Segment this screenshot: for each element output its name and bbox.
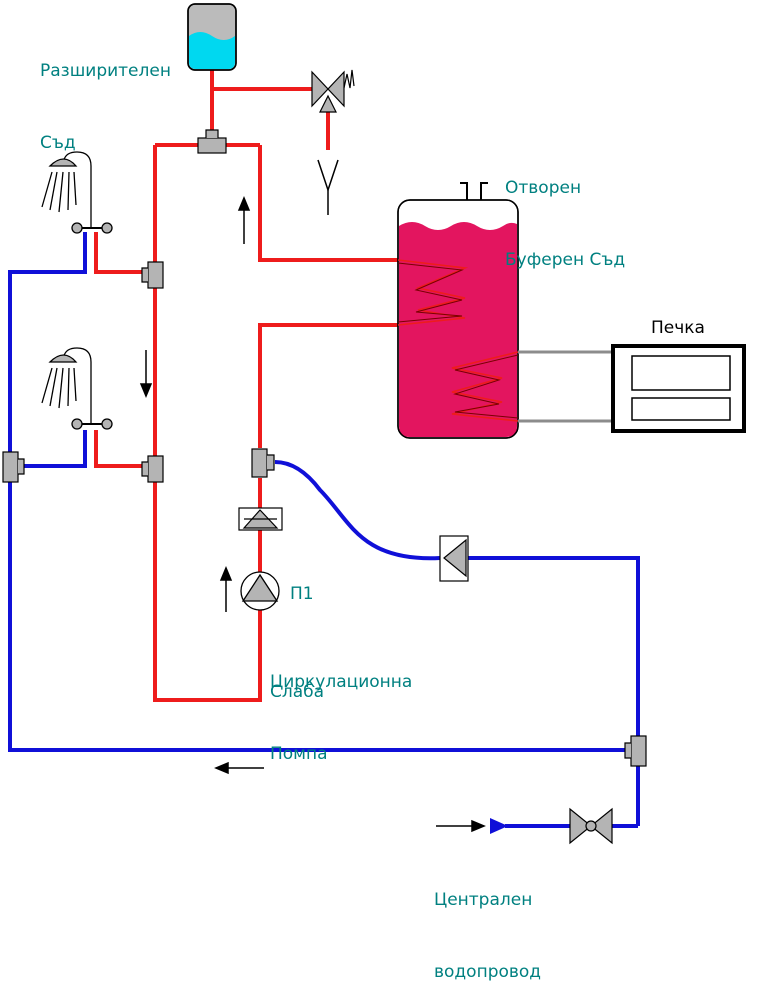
cold-right-riser xyxy=(468,556,640,826)
flow-arrow-icon xyxy=(436,819,486,833)
pump-label-line1: Циркулационна xyxy=(270,672,413,692)
return-from-coil xyxy=(258,323,398,448)
tee-fitting-icon xyxy=(141,455,164,483)
buffer-tank-label-line1: Отворен xyxy=(505,178,582,198)
tee-fitting-icon xyxy=(251,448,275,478)
pump-id-label: П1 xyxy=(290,584,314,604)
pump-label-line2: Помпа xyxy=(270,744,328,764)
heating-schematic xyxy=(2,3,746,845)
buffer-tank-label: Отворен Буферен Съд xyxy=(505,128,625,296)
tee-fitting-icon xyxy=(197,129,227,154)
stove xyxy=(518,344,746,433)
hot-to-upper-shower xyxy=(94,232,145,274)
lower-heat-exchanger-coil xyxy=(451,351,519,422)
flow-arrow-icon xyxy=(219,566,233,612)
buffer-tank-label-line2: Буферен Съд xyxy=(505,250,626,270)
water-main-label: Централен водопровод xyxy=(434,840,541,1008)
shower-icon xyxy=(41,151,113,234)
water-main-label-line2: водопровод xyxy=(434,962,542,982)
expansion-vessel xyxy=(187,3,237,71)
weak-label: Слаба xyxy=(270,682,325,702)
tee-fitting-icon xyxy=(2,451,25,483)
check-valve-icon xyxy=(439,535,469,582)
cold-to-lower-shower xyxy=(20,430,87,468)
pump-label: Циркулационна Помпа xyxy=(270,622,412,790)
flow-arrow-icon xyxy=(139,350,153,398)
check-valve-icon xyxy=(238,507,283,531)
drain-funnel-icon xyxy=(317,159,339,215)
expansion-vessel-label-line1: Разширителен xyxy=(40,61,171,81)
cold-main-loop xyxy=(8,232,638,752)
safety-valve-icon xyxy=(311,69,355,113)
hot-water-pipes xyxy=(94,70,398,702)
expansion-vessel-label-line2: Съд xyxy=(40,133,76,153)
tee-fitting-icon xyxy=(141,261,164,289)
cold-supply-inlet xyxy=(490,818,508,834)
upper-heat-exchanger-coil-dark xyxy=(397,262,464,323)
pump-icon xyxy=(240,571,280,611)
buffer-tank xyxy=(397,182,519,439)
lower-heat-exchanger-coil-dark xyxy=(453,354,519,419)
hot-expansion-line xyxy=(210,70,312,130)
hot-to-lower-shower xyxy=(94,430,145,468)
hot-supply-left xyxy=(153,145,262,702)
tee-fitting-icon xyxy=(624,735,647,767)
ball-valve-icon xyxy=(569,807,613,845)
flow-arrow-icon xyxy=(237,196,251,244)
tank-vent-right xyxy=(480,182,488,200)
cold-hose-to-mixer xyxy=(274,460,441,561)
expansion-vessel-label: Разширителен Съд xyxy=(40,11,171,179)
tank-vent-left xyxy=(460,182,468,200)
shower-icon xyxy=(41,347,113,430)
stove-label: Печка xyxy=(651,318,705,338)
hot-to-coil-top xyxy=(258,145,398,262)
flow-arrow-icon xyxy=(214,761,264,775)
upper-heat-exchanger-coil xyxy=(397,259,469,326)
